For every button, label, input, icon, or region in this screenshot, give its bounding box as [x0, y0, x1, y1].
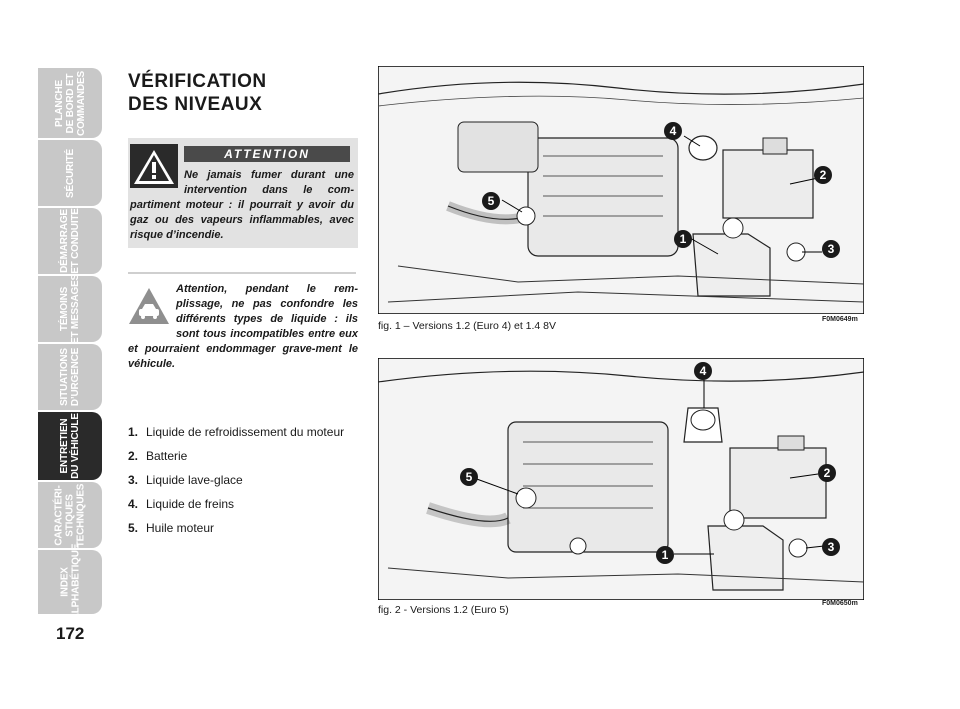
- list-item: 4.Liquide de freins: [128, 497, 235, 511]
- callout-3: 3: [822, 240, 840, 258]
- list-item: 3.Liquide lave-glace: [128, 473, 243, 487]
- callout-3: 3: [822, 538, 840, 556]
- figure-2-caption: fig. 2 - Versions 1.2 (Euro 5): [378, 604, 509, 616]
- tab-label: SITUATIONS D’URGENCE: [59, 347, 81, 407]
- figure-2-code: F0M0650m: [822, 600, 858, 607]
- tab-securite[interactable]: SÉCURITÉ: [38, 140, 102, 206]
- warning-text: Ne jamais fumer durant une intervention …: [130, 169, 354, 241]
- figure-1: 4 2 3 1 5: [378, 66, 864, 314]
- callout-2: 2: [814, 166, 832, 184]
- warning-box: ATTENTION Ne jamais fumer durant une int…: [128, 138, 358, 248]
- figure-1-code: F0M0649m: [822, 316, 858, 323]
- figure-1-caption: fig. 1 – Versions 1.2 (Euro 4) et 1.4 8V: [378, 320, 557, 332]
- tab-entretien[interactable]: ENTRETIEN DU VÉHICULE: [38, 412, 102, 480]
- tab-caracteristiques[interactable]: CARACTÉRI- STIQUES TECHNIQUES: [38, 482, 102, 548]
- callout-4: 4: [694, 362, 712, 380]
- tab-demarrage[interactable]: DÉMARRAGE ET CONDUITE: [38, 208, 102, 274]
- callout-4: 4: [664, 122, 682, 140]
- tab-temoins[interactable]: TÉMOINS ET MESSAGES: [38, 273, 102, 345]
- list-item: 1.Liquide de refroidissement du moteur: [128, 425, 345, 439]
- divider: [128, 272, 356, 274]
- tab-label: DÉMARRAGE ET CONDUITE: [59, 208, 81, 274]
- callout-1: 1: [674, 230, 692, 248]
- callout-5: 5: [460, 468, 478, 486]
- tab-label: INDEX ALPHABÉTIQUE: [59, 543, 81, 621]
- callout-2: 2: [818, 464, 836, 482]
- warning-banner: ATTENTION: [184, 146, 350, 162]
- tab-label: TÉMOINS ET MESSAGES: [59, 273, 82, 345]
- page-number: 172: [56, 624, 85, 643]
- callout-5: 5: [482, 192, 500, 210]
- tab-index[interactable]: INDEX ALPHABÉTIQUE: [38, 544, 102, 620]
- warning-triangle-icon: [130, 144, 178, 188]
- engine-illustration-2: [378, 358, 864, 600]
- tab-label: ENTRETIEN DU VÉHICULE: [59, 413, 81, 479]
- tab-label: PLANCHE DE BORD ET COMMANDES: [53, 70, 87, 136]
- callout-1: 1: [656, 546, 674, 564]
- engine-illustration-1: [378, 66, 864, 314]
- figure-2: 4 2 3 1 5: [378, 358, 864, 600]
- attention-text: Attention, pendant le rem-plissage, ne p…: [128, 283, 358, 370]
- tab-label: CARACTÉRI- STIQUES TECHNIQUES: [53, 483, 87, 547]
- page-title: VÉRIFICATION DES NIVEAUX: [128, 71, 267, 115]
- tab-planche-de-bord[interactable]: PLANCHE DE BORD ET COMMANDES: [38, 68, 102, 138]
- list-item: 5.Huile moteur: [128, 521, 215, 535]
- tab-situations-urgence[interactable]: SITUATIONS D’URGENCE: [38, 344, 102, 410]
- tab-label: SÉCURITÉ: [64, 148, 76, 198]
- legend-list: 1.Liquide de refroidissement du moteur 2…: [128, 424, 344, 544]
- car-warning-icon: [129, 288, 169, 324]
- list-item: 2.Batterie: [128, 449, 188, 463]
